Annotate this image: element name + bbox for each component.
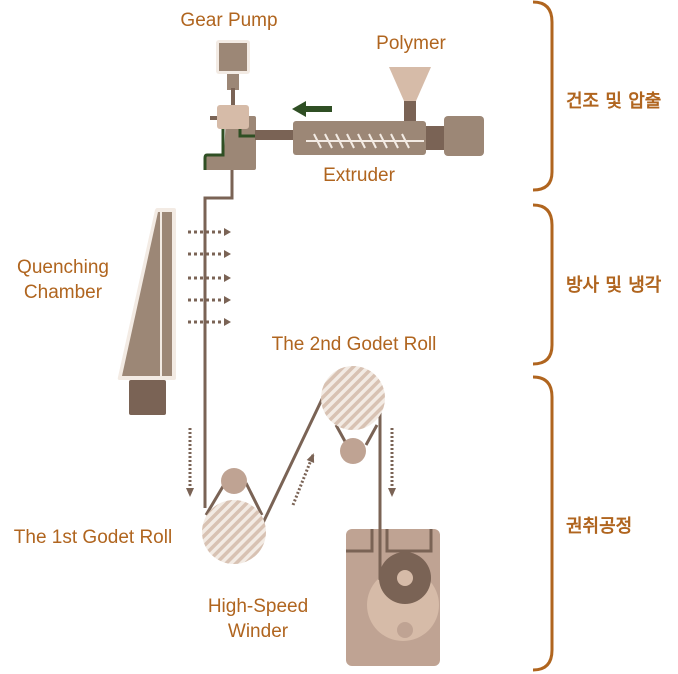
label-winder-line1: High-Speed bbox=[208, 596, 308, 617]
extruder-motor bbox=[444, 116, 484, 156]
quench-air-arrowhead-icon bbox=[224, 318, 231, 326]
gear-pump-head bbox=[217, 105, 249, 129]
quench-air-arrowhead-icon bbox=[224, 296, 231, 304]
screw-flight bbox=[313, 133, 322, 149]
label-gear-pump: Gear Pump bbox=[180, 10, 277, 31]
melt-flow-path bbox=[203, 129, 225, 170]
label-extruder: Extruder bbox=[323, 165, 395, 186]
stage-label-drying-extrusion: 건조 및 압출 bbox=[566, 91, 661, 112]
dotted-arrowhead-icon bbox=[388, 488, 396, 497]
quench-air-arrowhead-icon bbox=[224, 228, 231, 236]
flow-direction-arrow-icon bbox=[292, 101, 332, 117]
screw-flight bbox=[379, 133, 388, 149]
dotted-arrow bbox=[291, 454, 315, 506]
quench-air-arrowhead-icon bbox=[224, 250, 231, 258]
second-godet-roll bbox=[321, 366, 385, 430]
bracket-winding bbox=[532, 375, 554, 672]
screw-flight bbox=[357, 133, 366, 149]
first-godet-idler bbox=[221, 468, 247, 494]
gear-pump bbox=[203, 40, 256, 170]
quench-air-arrowhead-icon bbox=[224, 274, 231, 282]
screw-flight bbox=[401, 133, 410, 149]
fiber-line bbox=[203, 170, 234, 508]
gear-pump-motor bbox=[219, 43, 247, 71]
label-second-godet-roll: The 2nd Godet Roll bbox=[272, 334, 437, 355]
hopper-neck bbox=[404, 100, 416, 121]
screw-flight bbox=[368, 133, 377, 149]
label-quenching-line2: Chamber bbox=[24, 282, 103, 303]
gear-pump-shaft bbox=[231, 88, 235, 108]
stage-label-spinning-cooling: 방사 및 냉각 bbox=[566, 275, 662, 296]
melt-flow-path-inlet bbox=[238, 129, 255, 138]
extruder-gearbox bbox=[426, 126, 446, 150]
quench-air-arrows bbox=[188, 228, 231, 326]
high-speed-winder bbox=[346, 520, 440, 666]
stage-brackets bbox=[532, 0, 554, 672]
dotted-arrowhead-icon bbox=[186, 488, 194, 497]
stage-label-winding: 권취공정 bbox=[566, 516, 632, 537]
quenching-chamber bbox=[117, 208, 176, 415]
screw-flight bbox=[324, 133, 333, 149]
quenching-chamber-base bbox=[129, 380, 166, 415]
bracket-spinning-cooling bbox=[532, 203, 554, 366]
gear-pump-coupling bbox=[227, 74, 239, 90]
gear-pump-side-shaft bbox=[210, 116, 220, 120]
polymer-hopper bbox=[389, 67, 431, 101]
extruder-screw-flights bbox=[313, 133, 410, 149]
fiber-motion-arrows bbox=[186, 428, 396, 506]
screw-flight bbox=[390, 133, 399, 149]
screw-flight bbox=[346, 133, 355, 149]
extruder-outlet-pipe bbox=[255, 130, 295, 140]
label-quenching-line1: Quenching bbox=[17, 257, 109, 278]
label-winder-line2: Winder bbox=[228, 621, 289, 642]
label-polymer: Polymer bbox=[376, 33, 446, 54]
winder-drum-hub bbox=[397, 622, 413, 638]
dotted-arrowhead-icon bbox=[306, 453, 315, 463]
winder-bobbin-core bbox=[397, 570, 413, 586]
screw-flight bbox=[335, 133, 344, 149]
label-first-godet-roll: The 1st Godet Roll bbox=[14, 527, 172, 548]
first-godet-roll bbox=[202, 500, 266, 564]
second-godet-idler bbox=[340, 438, 366, 464]
bracket-drying-extrusion bbox=[532, 0, 554, 192]
extruder bbox=[255, 67, 484, 156]
